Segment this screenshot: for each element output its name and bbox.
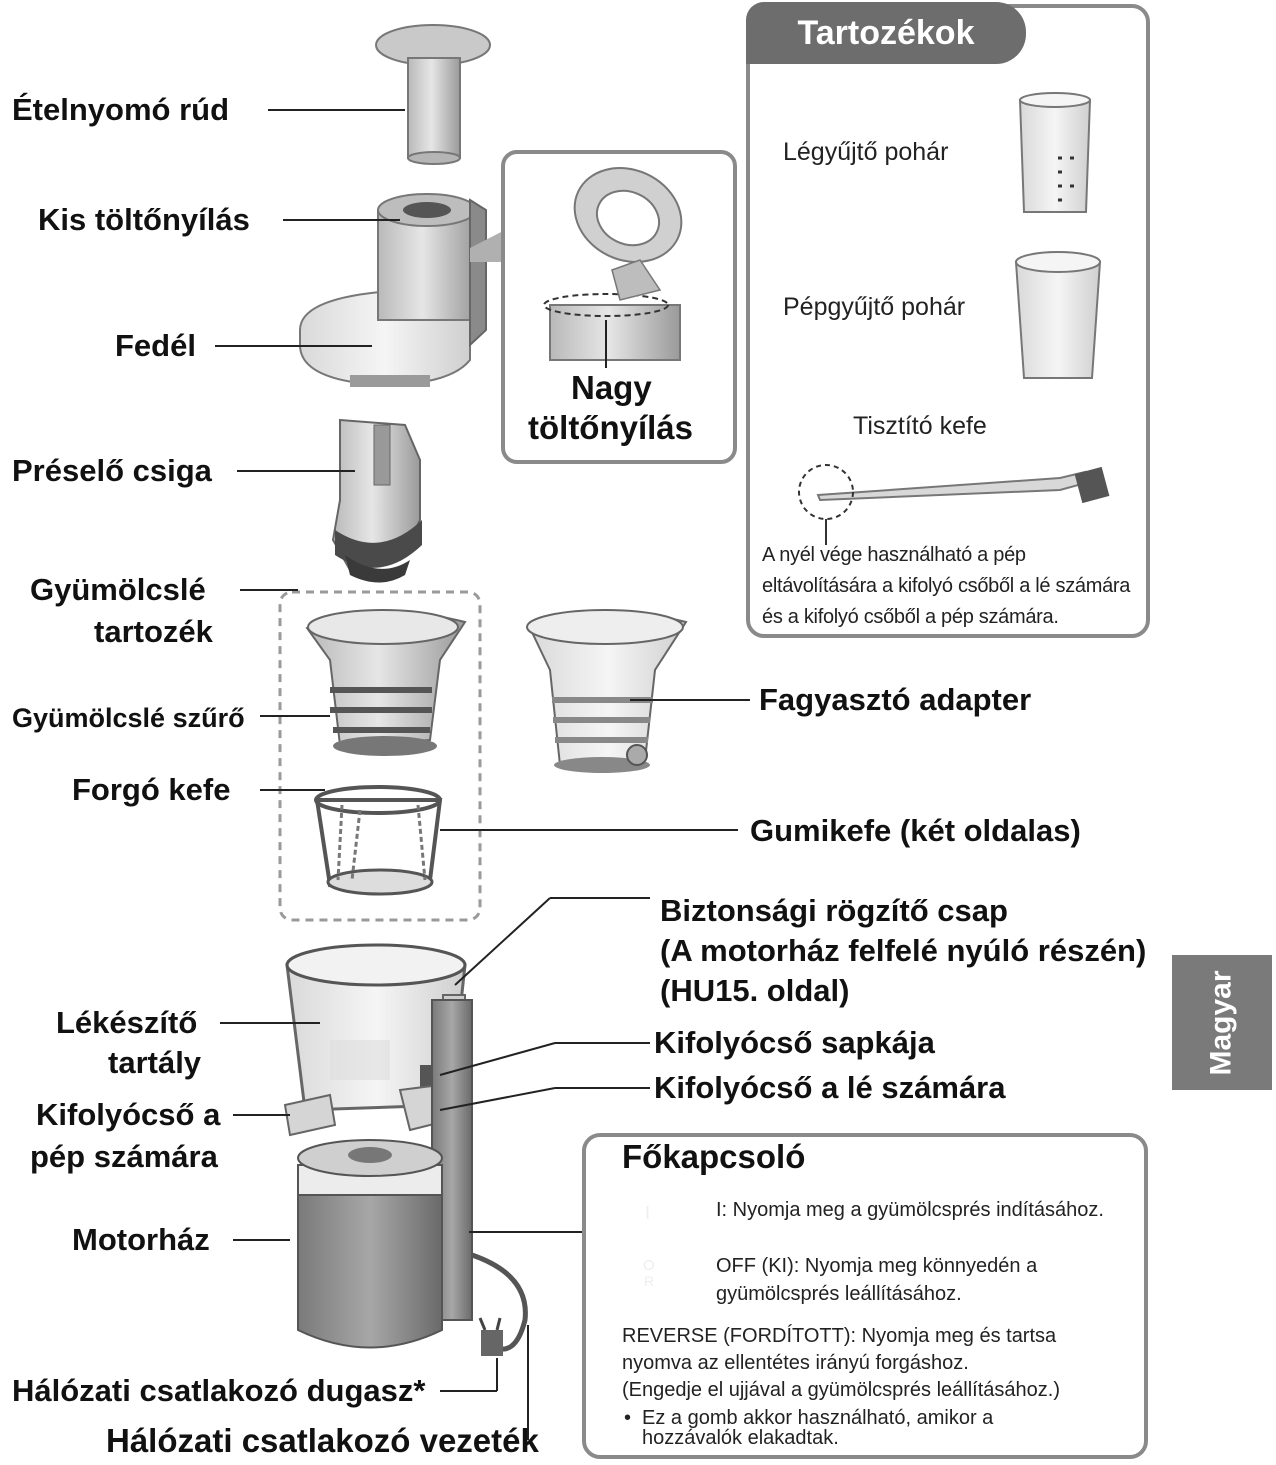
power-switch-panel [582,1133,1148,1459]
label-rotating-brush: Forgó kefe [72,772,231,807]
switch-reverse-description-3: (Engedje el ujjával a gyümölcsprés leáll… [622,1379,1061,1401]
label-safety-pin-2: (A motorház felfelé nyúló részén) [660,933,1147,968]
accessory-pulp-cup: Pépgyűjtő pohár [783,293,966,321]
juice-strainer-illustration [305,609,467,756]
label-pulp-spout-1: Kifolyócső a [36,1097,221,1132]
label-pulp-spout-2: pép számára [30,1139,218,1174]
language-tab: Magyar [1172,955,1272,1090]
label-juice-spout: Kifolyócső a lé számára [654,1070,1006,1105]
large-chute-inset-frame [501,150,737,464]
pulp-cup-illustration [1014,251,1102,379]
switch-symbol-on: I [645,1203,651,1223]
food-pusher-illustration [375,24,491,165]
motor-base-illustration [297,999,528,1356]
label-power-cord: Hálózati csatlakozó vezeték [106,1422,539,1459]
label-food-pusher: Ételnyomó rúd [12,92,230,127]
switch-off-description-2: gyümölcsprés leállításához. [716,1283,962,1305]
label-frozen-adapter: Fagyasztó adapter [759,682,1032,717]
switch-reverse-description-2: nyomva az ellentétes irányú forgáshoz. [622,1352,969,1374]
accessory-cleaning-brush: Tisztító kefe [853,412,987,440]
label-lid: Fedél [115,328,196,363]
label-small-chute: Kis töltőnyílás [38,202,250,237]
power-switch-title: Főkapcsoló [622,1138,806,1175]
accessories-title: Tartozékok [746,2,1026,64]
label-juice-strainer: Gyümölcslé szűrő [12,703,245,733]
chute-callout-pointer [470,230,505,262]
switch-note-1: Ez a gomb akkor használható, amikor a [642,1407,994,1429]
switch-note-bullet: • [624,1407,632,1429]
label-safety-pin-3: (HU15. oldal) [660,973,850,1008]
label-juice-attachment-1: Gyümölcslé [30,572,206,607]
label-safety-pin-1: Biztonsági rögzítő csap [660,893,1008,928]
juicing-screw-illustration [331,418,422,583]
switch-symbol-reverse: R [644,1273,655,1289]
accessory-brush-note: A nyél vége használható a pép eltávolítá… [762,544,1131,628]
label-large-chute-2: töltőnyílás [528,409,694,446]
label-power-plug: Hálózati csatlakozó dugasz* [12,1373,426,1408]
label-juicing-drum-2: tartály [108,1045,202,1080]
label-motor-base: Motorház [72,1222,210,1257]
frozen-dessert-adapter-illustration [526,609,688,773]
juice-cup-illustration [1018,92,1092,213]
accessory-juice-cup: Légyűjtő pohár [783,138,949,166]
switch-off-description-1: OFF (KI): Nyomja meg könnyedén a [716,1255,1038,1277]
juice-attachment-group-frame [278,590,482,922]
switch-on-description: I: Nyomja meg a gyümölcsprés indításához… [716,1199,1104,1221]
label-juicing-screw: Préselő csiga [12,453,212,488]
cleaning-brush-illustration [798,464,1110,545]
juicing-drum-illustration [283,943,467,1137]
label-large-chute-1: Nagy [571,369,652,406]
language-tab-label: Magyar [1205,969,1239,1076]
large-chute-illustration [543,167,683,361]
lid-illustration [299,193,487,387]
switch-note-2: hozzávalók elakadtak. [642,1427,839,1449]
label-juicing-drum-1: Lékészítő [56,1005,198,1040]
switch-symbol-off: O [643,1257,655,1274]
label-juice-attachment-2: tartozék [94,614,213,649]
label-spout-cap: Kifolyócső sapkája [654,1025,935,1060]
rotating-brush-illustration [314,785,443,896]
leader-lines [215,109,750,1440]
switch-reverse-description-1: REVERSE (FORDÍTOTT): Nyomja meg és tarts… [622,1325,1057,1347]
label-rubber-brush: Gumikefe (két oldalas) [750,813,1081,848]
